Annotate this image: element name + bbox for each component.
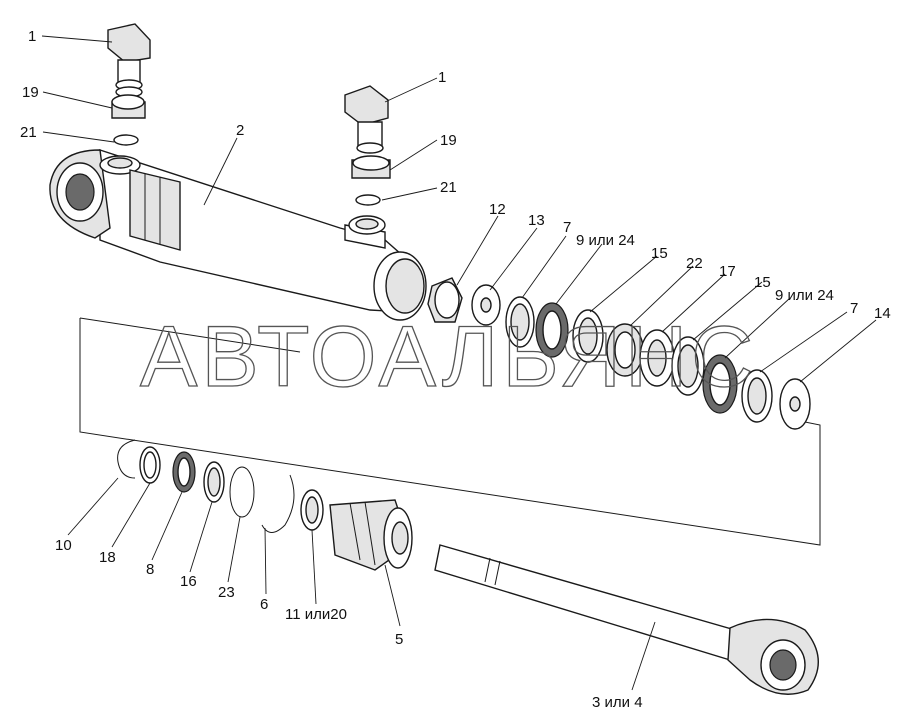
explode-frame <box>79 317 821 546</box>
callout-12: 12 <box>489 201 506 218</box>
callout-8: 8 <box>146 561 154 578</box>
callout-19-middle: 19 <box>440 132 457 149</box>
upper-seal-row <box>427 277 811 430</box>
callout-9-or-24-upper: 9 или 24 <box>576 232 635 249</box>
callout-labels: 1 19 21 2 1 19 21 12 13 7 9 или 24 15 22… <box>20 28 891 711</box>
callout-22: 22 <box>686 255 703 272</box>
watermark: АВТОАЛЬЯНС <box>140 309 757 405</box>
callout-1-left: 1 <box>28 28 36 45</box>
callout-2: 2 <box>236 122 244 139</box>
fitting-left <box>107 23 151 146</box>
callout-9-or-24-lower: 9 или 24 <box>775 287 834 304</box>
cylinder-body <box>49 149 427 321</box>
callout-3-or-4: 3 или 4 <box>592 694 643 711</box>
callout-15-upper: 15 <box>651 245 668 262</box>
callout-11-or-20: 11 или20 <box>285 606 347 623</box>
callout-13: 13 <box>528 212 545 229</box>
callout-14: 14 <box>874 305 891 322</box>
callout-21-left: 21 <box>20 124 37 141</box>
callout-6: 6 <box>260 596 268 613</box>
callout-10: 10 <box>55 537 72 554</box>
callout-7-lower: 7 <box>850 300 858 317</box>
callout-18: 18 <box>99 549 116 566</box>
piston-rod <box>434 544 819 695</box>
callout-15-lower: 15 <box>754 274 771 291</box>
lower-seal-row <box>117 439 324 533</box>
callout-19-left: 19 <box>22 84 39 101</box>
callout-5: 5 <box>395 631 403 648</box>
callout-23: 23 <box>218 584 235 601</box>
callout-7-upper: 7 <box>563 219 571 236</box>
leader-lines <box>41 35 877 691</box>
callout-1-middle: 1 <box>438 69 446 86</box>
fitting-middle <box>344 85 391 206</box>
callout-21-middle: 21 <box>440 179 457 196</box>
callout-16: 16 <box>180 573 197 590</box>
callout-17: 17 <box>719 263 736 280</box>
piston <box>329 499 413 571</box>
